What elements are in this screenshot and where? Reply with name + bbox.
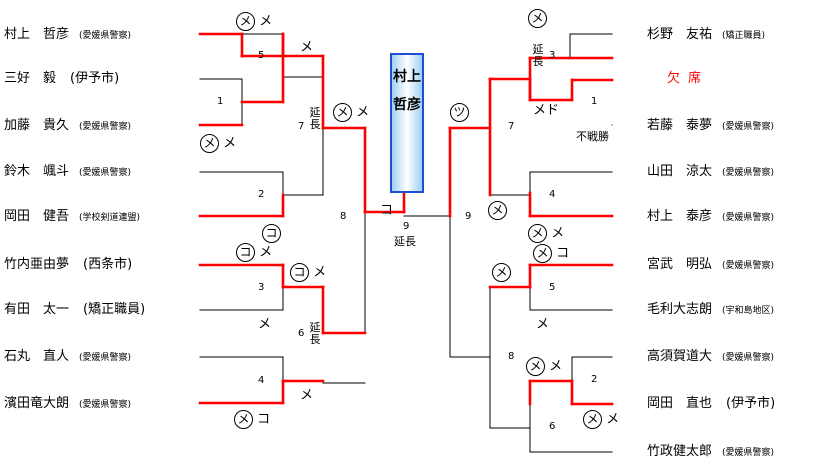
tech-mark-l4a: メ コ [234, 410, 270, 429]
champion-name-1: 村上 [393, 69, 421, 85]
tech-mark-r2a: メ メ [583, 410, 619, 429]
right-player-3: 若藤 泰夢(愛媛県警察) [647, 118, 775, 133]
left-player-7: 有田 太一(矯正職員) [4, 302, 146, 317]
tech-mark-l6a: コ メ [290, 263, 326, 282]
match-number-l7: 7 [298, 121, 305, 132]
tech-mark-final: コ [380, 203, 394, 218]
tech-mark-r4b: メ メ [528, 224, 564, 243]
tech-mark-l3a: コ メ [236, 243, 272, 262]
match-number-l2: 2 [258, 189, 265, 200]
match-number-r8: 8 [508, 351, 515, 362]
tech-mark-r4a: メ [488, 201, 507, 220]
right-player-4: 山田 涼太(愛媛県警察) [647, 164, 775, 179]
left-player-6: 竹内亜由夢(西条市) [4, 257, 133, 272]
fusen-label: 不戦勝 [576, 130, 609, 143]
match-number-l1: 1 [217, 96, 224, 107]
left-player-5: 岡田 健吾(学校剣道連盟) [4, 209, 141, 224]
match-number-final: 9 [403, 221, 410, 232]
tech-mark-l2a: コ [262, 224, 281, 243]
tech-mark-l7a: メ [300, 40, 314, 55]
right-player-1: 杉野 友祐(矯正職員) [647, 27, 766, 42]
left-player-3: 加藤 貴久(愛媛県警察) [4, 118, 132, 133]
right-player-2-absent: 欠席 [667, 71, 710, 86]
left-player-4: 鈴木 颯斗(愛媛県警察) [4, 164, 132, 179]
tech-mark-r8a: メ [492, 263, 511, 282]
right-player-8: 高須賀道大(愛媛県警察) [647, 349, 775, 364]
match-number-l4: 4 [258, 375, 265, 386]
tech-mark-r7a: メド [533, 103, 560, 118]
tech-mark-l6b: メ [300, 388, 314, 403]
match-number-r6: 6 [549, 421, 556, 432]
match-number-l8: 8 [340, 211, 347, 222]
tech-mark-r5a: メ コ [533, 244, 569, 263]
match-number-r2: 2 [591, 374, 598, 385]
tech-mark-r3a: メ [528, 9, 547, 28]
left-player-2: 三好 毅(伊予市) [4, 71, 120, 86]
left-player-8: 石丸 直人(愛媛県警察) [4, 349, 132, 364]
match-number-l6: 6 [298, 328, 305, 339]
match-number-r9: 9 [465, 211, 472, 222]
right-player-7: 毛利大志朗(宇和島地区) [647, 302, 775, 317]
encho-label-l7: 延長 [309, 106, 321, 131]
champion-name-2: 哲彦 [393, 97, 421, 113]
left-player-1: 村上 哲彦(愛媛県警察) [4, 27, 132, 42]
match-number-r1: 1 [591, 96, 598, 107]
match-number-r4: 4 [549, 189, 556, 200]
tech-mark-l8a: メ メ [333, 103, 369, 122]
match-number-l5: 5 [258, 50, 265, 61]
tech-mark-r9a: ツ [450, 103, 469, 122]
tech-mark-l1a: メ メ [200, 134, 236, 153]
right-player-6: 宮武 明弘(愛媛県警察) [647, 257, 775, 272]
match-number-l3: 3 [258, 282, 265, 293]
match-number-r5: 5 [549, 282, 556, 293]
encho-label-r3: 延長 [532, 43, 544, 68]
right-player-9: 岡田 直也(伊予市) [647, 396, 776, 411]
tech-mark-l5a: メ メ [236, 12, 272, 31]
right-player-10: 竹政健太郎(愛媛県警察) [647, 444, 775, 459]
final-encho-label: 延長 [394, 235, 416, 248]
right-player-5: 村上 泰彦(愛媛県警察) [647, 209, 775, 224]
encho-label-l6: 延長 [309, 321, 321, 346]
champion-box: 村上 哲彦 [390, 53, 424, 193]
tech-mark-l3b: メ [258, 317, 272, 332]
match-number-r7: 7 [508, 121, 515, 132]
tech-mark-r6a: メ メ [526, 357, 562, 376]
match-number-r3: 3 [549, 50, 556, 61]
left-player-9: 濱田竜大朗(愛媛県警察) [4, 396, 132, 411]
tech-mark-r5b: メ [536, 317, 550, 332]
